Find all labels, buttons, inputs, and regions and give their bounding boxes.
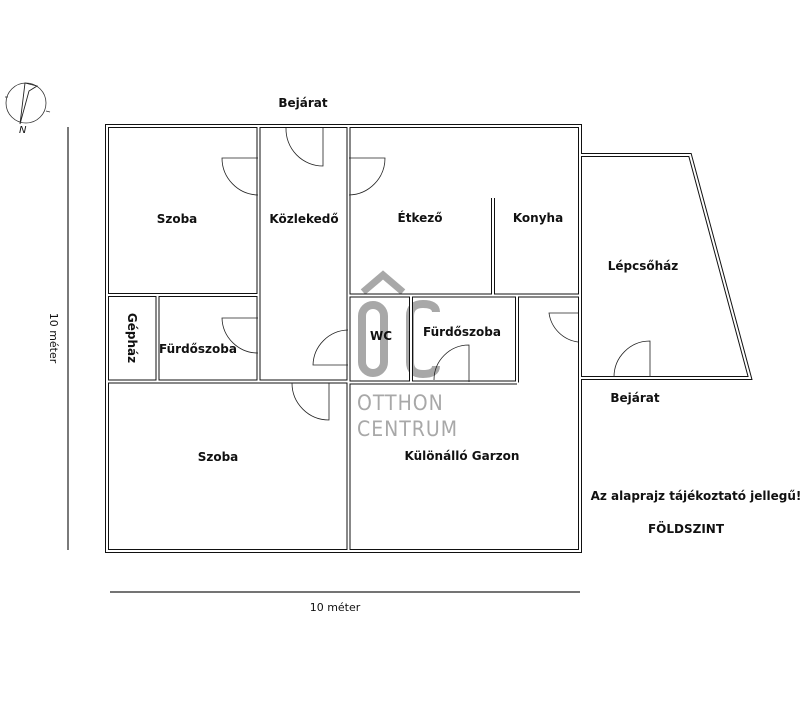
disclaimer: Az alaprajz tájékoztató jellegű! <box>591 489 800 503</box>
compass-icon: N <box>5 82 51 136</box>
door-entrance-top <box>285 127 324 167</box>
compass-north-label: N <box>19 125 27 136</box>
room-wc: WC <box>370 329 392 343</box>
room-furdoszoba-left: Fürdőszoba <box>159 342 237 356</box>
door-garzon <box>548 312 579 343</box>
entrance-top-label: Bejárat <box>278 96 328 110</box>
room-lepcsohaz: Lépcsőház <box>608 259 679 273</box>
door-wc <box>312 329 349 366</box>
room-konyha: Konyha <box>513 211 563 225</box>
entrance-right-label: Bejárat <box>610 391 660 405</box>
room-furdoszoba-right: Fürdőszoba <box>423 325 501 339</box>
watermark-roof-icon <box>360 270 406 295</box>
room-gephaz: Gépház <box>125 313 139 363</box>
door-etkezo <box>348 157 386 196</box>
room-kozlekedo: Közlekedő <box>269 212 338 226</box>
doors <box>221 127 651 421</box>
watermark-c-letter <box>406 299 440 379</box>
room-garzon: Különálló Garzon <box>405 449 520 463</box>
scale-label-horizontal: 10 méter <box>310 601 361 614</box>
watermark-line1: OTTHON <box>357 391 444 415</box>
watermark-o-letter <box>358 301 388 377</box>
door-szoba-top <box>221 157 259 196</box>
door-furdoszoba-right <box>433 344 470 382</box>
watermark-line2: CENTRUM <box>357 417 458 441</box>
room-etkezo: Étkező <box>398 210 443 225</box>
room-szoba-bottom: Szoba <box>198 450 239 464</box>
scale-label-vertical: 10 méter <box>47 313 60 364</box>
door-furdoszoba-left <box>221 317 259 354</box>
door-entrance-right <box>613 340 651 378</box>
floor-label: FÖLDSZINT <box>648 521 725 536</box>
otthon-centrum-watermark: OTTHON CENTRUM <box>357 270 458 441</box>
room-szoba-top: Szoba <box>157 212 198 226</box>
door-szoba-bottom <box>291 382 330 421</box>
